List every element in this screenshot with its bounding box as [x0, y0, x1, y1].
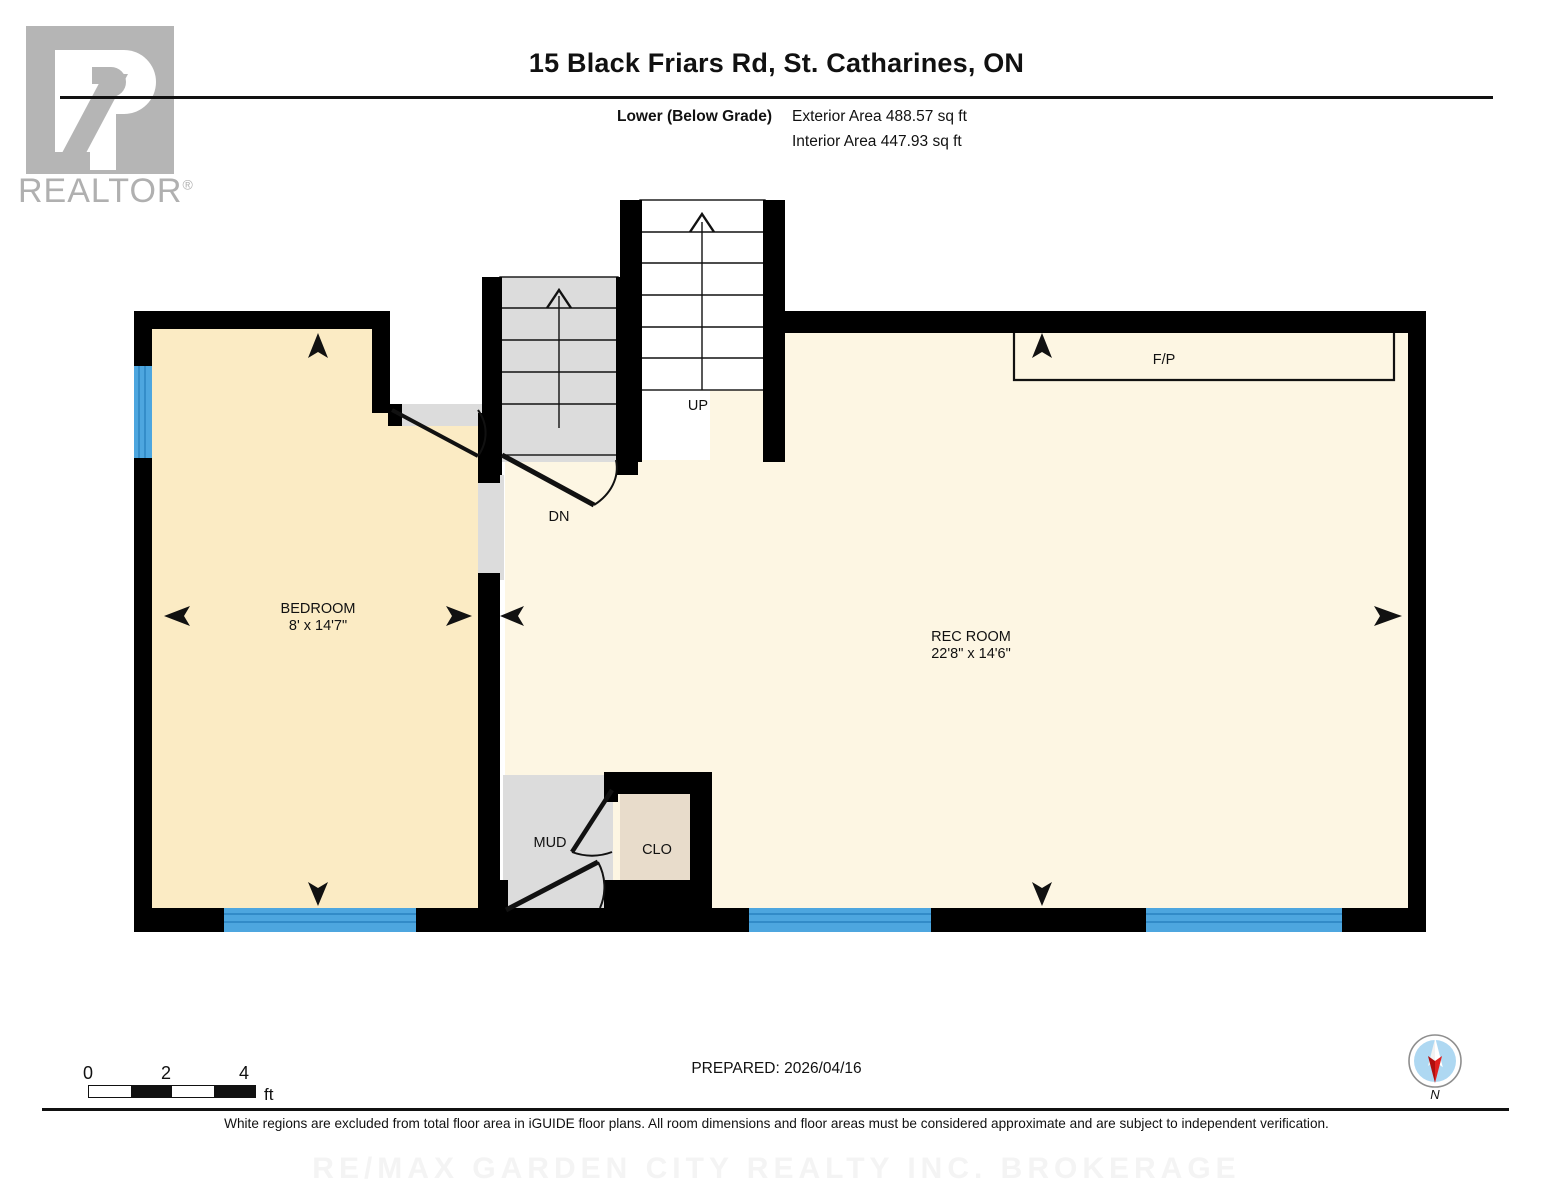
registered-mark: ®: [182, 176, 194, 193]
scale-seg-4: [213, 1086, 255, 1097]
room-label-fireplace: F/P: [1153, 352, 1176, 368]
window-bottom-1: [224, 908, 416, 932]
room-label-recroom: REC ROOM: [931, 629, 1011, 645]
bedroom-fill: [150, 318, 490, 930]
floor-meta: Lower (Below Grade) Exterior Area 488.57…: [617, 108, 967, 158]
scale-seg-2: [130, 1086, 172, 1097]
scale-seg-1: [89, 1086, 131, 1097]
footer-divider: [42, 1108, 1509, 1111]
scale-ticks: 0 2 4: [83, 1063, 256, 1085]
page-title: 15 Black Friars Rd, St. Catharines, ON: [528, 48, 1025, 78]
title-divider: [60, 96, 1493, 99]
door-mudroom: [504, 859, 606, 913]
compass-north-label: N: [1430, 1087, 1440, 1102]
dimension-markers: [164, 333, 1402, 906]
floor-meta-row-exterior: Lower (Below Grade) Exterior Area 488.57…: [617, 108, 967, 126]
room-label-closet: CLO: [642, 842, 672, 858]
scale-bar: 0 2 4 ft: [83, 1063, 273, 1104]
window-left: [134, 366, 152, 458]
stair-up-treads: [640, 222, 765, 390]
exterior-area-value: Exterior Area 488.57 sq ft: [792, 108, 967, 125]
hall-excluded-fill: [478, 475, 504, 580]
room-dims-bedroom: 8' x 14'7": [289, 618, 347, 634]
window-bottom-2: [749, 908, 931, 932]
room-labels: BEDROOM 8' x 14'7" REC ROOM 22'8" x 14'6…: [281, 352, 1176, 858]
scale-tick-2: 2: [160, 1063, 172, 1083]
floor-plan-drawing: BEDROOM 8' x 14'7" REC ROOM 22'8" x 14'6…: [134, 199, 1426, 932]
brokerage-watermark: RE/MAX GARDEN CITY REALTY INC. BROKERAGE: [312, 1152, 1241, 1185]
landing-excluded-fill: [396, 404, 496, 426]
door-bedroom: [391, 408, 487, 458]
compass-rose-icon: [1408, 1034, 1462, 1088]
closet-fill: [620, 790, 698, 895]
prepared-date: PREPARED: 2026/04/16: [691, 1060, 862, 1077]
door-closet: [570, 788, 614, 857]
scale-seg-3: [172, 1086, 214, 1097]
scale-segments: [88, 1085, 256, 1098]
stair-label-up: UP: [688, 398, 708, 414]
stair-dn-treads: [500, 296, 618, 428]
door-stair-dn: [500, 452, 618, 508]
stair-dn-arrow: [546, 287, 572, 309]
scale-tick-4: 4: [238, 1063, 250, 1083]
scale-tick-0: 0: [82, 1063, 94, 1083]
scale-unit-label: ft: [264, 1085, 274, 1104]
realtor-wordmark-text: REALTOR: [18, 172, 183, 210]
mudroom-fill: [503, 775, 613, 930]
window-bottom-3: [1146, 908, 1342, 932]
room-label-bedroom: BEDROOM: [281, 601, 356, 617]
room-label-mud: MUD: [533, 835, 566, 851]
floor-level-label: Lower (Below Grade): [617, 108, 773, 125]
fireplace-outline: [1012, 333, 1396, 382]
disclaimer-text: White regions are excluded from total fl…: [224, 1116, 1329, 1131]
floor-meta-row-interior: Interior Area 447.93 sq ft: [792, 133, 967, 151]
realtor-logo: REALTOR®: [8, 12, 208, 212]
stair-up-arrow: [689, 211, 715, 233]
stair-label-dn: DN: [549, 509, 570, 525]
room-dims-recroom: 22'8" x 14'6": [931, 646, 1011, 662]
realtor-wordmark: REALTOR®: [18, 172, 194, 211]
interior-area-value: Interior Area 447.93 sq ft: [792, 133, 962, 150]
